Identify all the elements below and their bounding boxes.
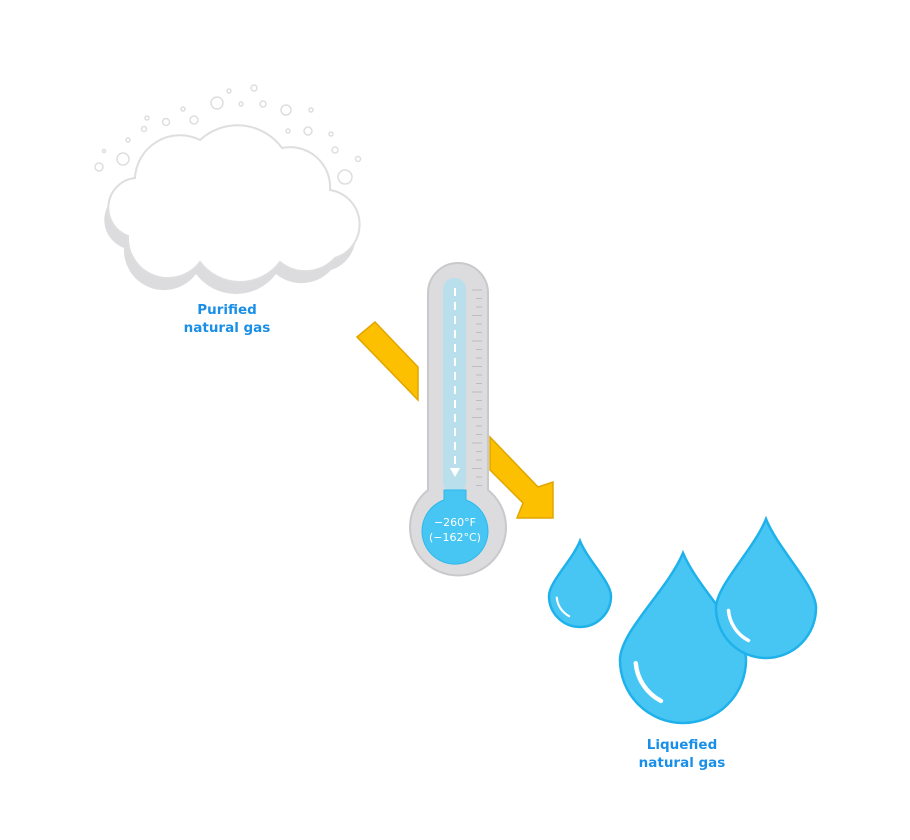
arrow-to-liquid <box>489 435 554 519</box>
thermometer-icon <box>409 262 507 577</box>
source-label-line1: Purified <box>197 302 257 318</box>
bubble <box>144 115 150 121</box>
temperature-fahrenheit: −260°F <box>434 516 476 529</box>
bubble <box>250 84 258 92</box>
result-label-line2: natural gas <box>639 755 726 771</box>
bubble <box>308 107 314 113</box>
bubble <box>161 117 171 127</box>
bubble <box>101 148 107 154</box>
droplet-icon <box>547 537 613 629</box>
bubble <box>259 100 267 108</box>
bubble <box>210 96 224 110</box>
result-label-line1: Liquefied <box>647 737 718 753</box>
temperature-celsius: (−162°C) <box>429 531 481 544</box>
bubble <box>226 88 232 94</box>
bubble <box>280 104 292 116</box>
bubble <box>116 152 130 166</box>
bubble <box>331 146 339 154</box>
source-label-line2: natural gas <box>184 320 271 336</box>
droplet-icon <box>714 515 818 660</box>
bubble <box>285 128 291 134</box>
bubble <box>354 155 362 163</box>
bubble <box>180 106 186 112</box>
cloud-icon <box>94 84 362 294</box>
arrow-to-thermometer <box>355 320 419 402</box>
bubble <box>337 169 353 185</box>
bubble <box>189 115 199 125</box>
gas-bubbles <box>94 84 362 185</box>
bubble <box>125 137 131 143</box>
bubble <box>328 131 334 137</box>
bubble <box>94 162 104 172</box>
bubble <box>140 125 148 133</box>
liquid-droplets <box>547 515 818 725</box>
bubble <box>238 101 244 107</box>
bubble <box>303 126 313 136</box>
